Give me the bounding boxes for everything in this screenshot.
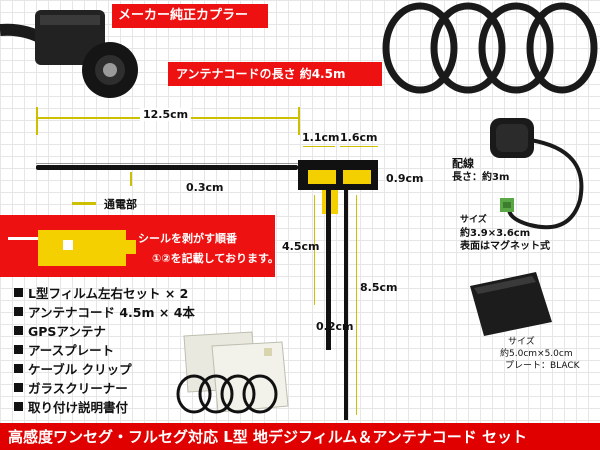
vertical-long-dimension-text: 8.5cm xyxy=(360,281,398,294)
bullet-square xyxy=(14,288,23,297)
tab-height-dimension-text: 0.9cm xyxy=(386,172,424,185)
film-tab-yellow-2 xyxy=(343,170,371,184)
width-dimension-text: 12.5cm xyxy=(140,108,192,121)
contents-item-label: ケーブル クリップ xyxy=(28,362,132,377)
contents-item-label: L型フィルム左右セット × 2 xyxy=(28,286,189,301)
gps-antenna-photo xyxy=(490,118,584,230)
plate-size-value: 約5.0cm×5.0cm xyxy=(500,349,573,359)
contents-item: ケーブル クリップ xyxy=(14,359,195,378)
contents-list: L型フィルム左右セット × 2 アンテナコード 4.5m × 4本 GPSアンテ… xyxy=(14,283,195,416)
plate-size-title: サイズ xyxy=(508,337,535,347)
vertical-short-dimension-text: 4.5cm xyxy=(282,240,320,253)
cable-length-label: アンテナコードの長さ 約4.5m xyxy=(168,62,382,86)
contents-item-label: GPSアンテナ xyxy=(28,324,106,339)
contents-item: ガラスクリーナー xyxy=(14,378,195,397)
contents-item: GPSアンテナ xyxy=(14,321,195,340)
width-tick-right xyxy=(298,107,300,135)
earth-plate-photo xyxy=(470,272,552,336)
film-sheets-clips-photo xyxy=(176,331,289,414)
footer-title: 高感度ワンセグ・フルセグ対応 L型 地デジフィルム＆アンテナコード セット xyxy=(8,428,528,446)
contents-item-label: アンテナコード 4.5m × 4本 xyxy=(28,305,195,320)
sticker-marker xyxy=(63,240,73,250)
tab2-dimension-line xyxy=(340,146,378,147)
footer-banner: 高感度ワンセグ・フルセグ対応 L型 地デジフィルム＆アンテナコード セット xyxy=(0,423,600,450)
bullet-square xyxy=(14,326,23,335)
gps-wiring-label: 配線 xyxy=(452,157,474,170)
film-tab-yellow-1 xyxy=(308,170,336,184)
bullet-square xyxy=(14,307,23,316)
film-vertical-strip-long xyxy=(344,190,348,420)
contents-item: 取り付け説明書付 xyxy=(14,397,195,416)
contents-item: L型フィルム左右セット × 2 xyxy=(14,283,195,302)
gps-length-label: 長さ：約3m xyxy=(452,172,510,183)
gps-surface-label: 表面はマグネット式 xyxy=(460,241,550,252)
conduct-label: 通電部 xyxy=(104,198,137,211)
bullet-square xyxy=(14,402,23,411)
vertical-long-dimension-line xyxy=(356,195,357,415)
gps-size-title: サイズ xyxy=(460,215,487,225)
contents-item: アンテナコード 4.5m × 4本 xyxy=(14,302,195,321)
strip-tick xyxy=(130,172,132,186)
contents-item: アースプレート xyxy=(14,340,195,359)
coiled-cables-photo xyxy=(382,2,598,94)
sticker-note-line1: シールを剥がす順番 xyxy=(138,232,237,245)
bullet-square xyxy=(14,364,23,373)
connector-photo xyxy=(0,10,138,98)
tab1-dimension-line xyxy=(303,146,335,147)
tab1-dimension-text: 1.1cm xyxy=(302,131,340,144)
width-tick-left xyxy=(36,107,38,135)
tab2-dimension-text: 1.6cm xyxy=(340,131,378,144)
contents-item-label: 取り付け説明書付 xyxy=(28,400,129,415)
contents-item-label: アースプレート xyxy=(28,343,115,358)
gps-size-value: 約3.9×3.6cm xyxy=(460,228,531,239)
vertical-strip-dimension-text: 0.2cm xyxy=(316,320,354,333)
plate-color-label: プレート：BLACK xyxy=(505,361,580,371)
bullet-square xyxy=(14,345,23,354)
sticker-yellow-tab xyxy=(38,230,126,266)
bullet-square xyxy=(14,383,23,392)
sticker-note-line2: ①②を記載しております。 xyxy=(152,252,279,265)
sticker-small-tab xyxy=(122,240,136,254)
film-horizontal-strip xyxy=(36,165,298,170)
film-highlight xyxy=(36,163,298,164)
film-vertical-strip-short xyxy=(326,190,331,350)
contents-item-label: ガラスクリーナー xyxy=(28,381,128,396)
strip-dimension-text: 0.3cm xyxy=(186,181,224,194)
conduct-legend-line xyxy=(72,202,96,205)
vertical-short-dimension-line xyxy=(314,195,315,305)
connector-label: メーカー純正カプラー xyxy=(112,4,268,28)
